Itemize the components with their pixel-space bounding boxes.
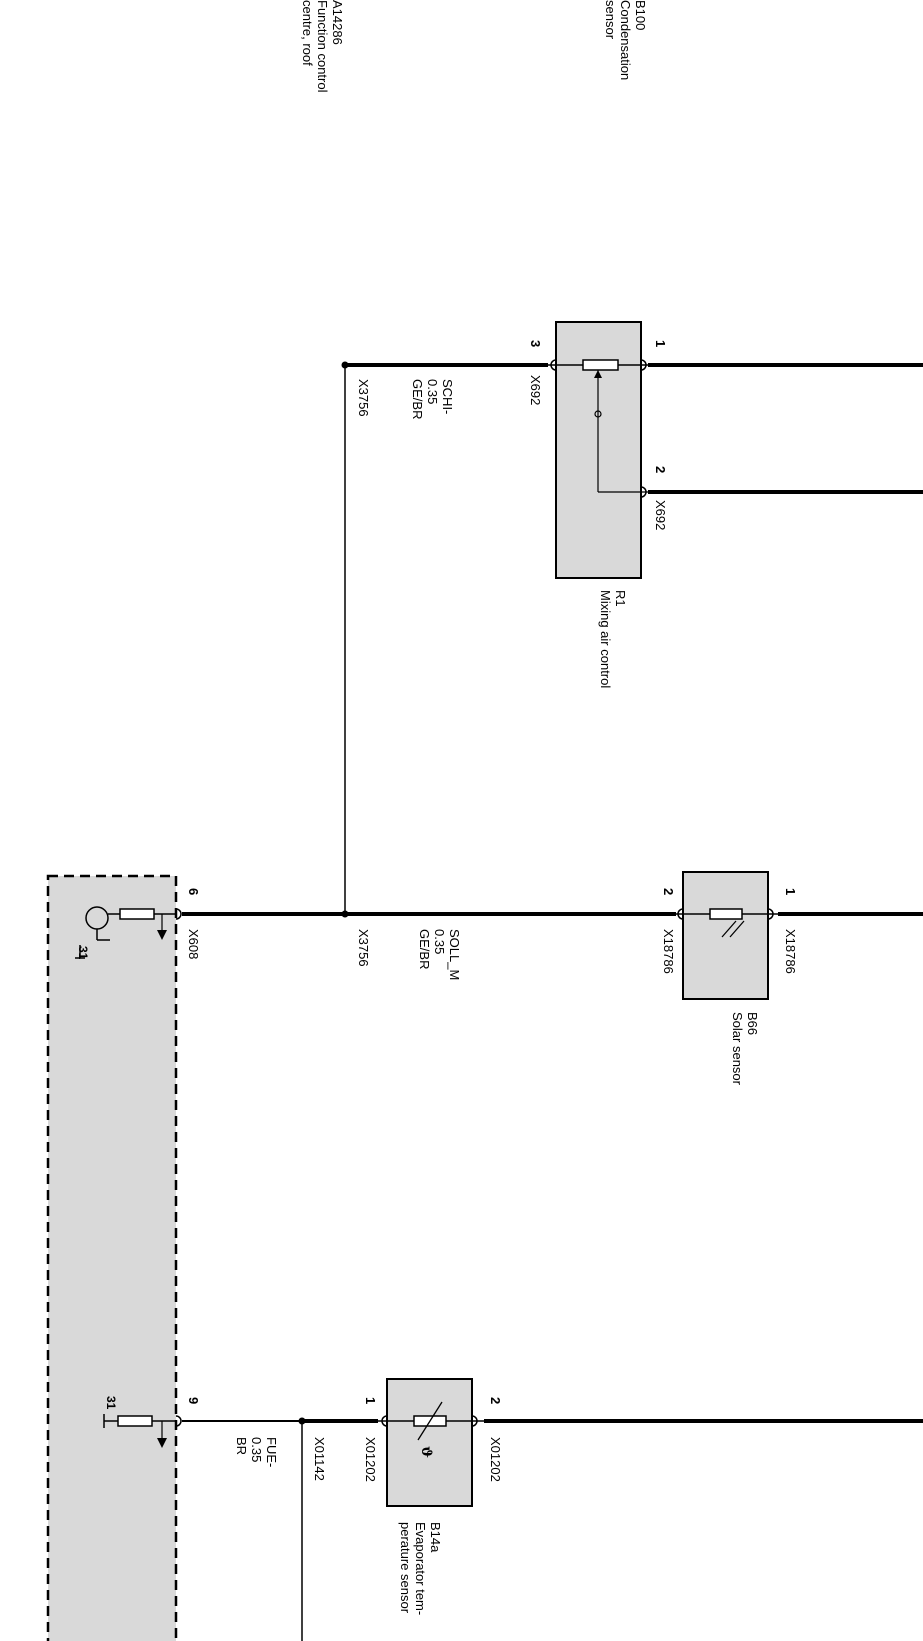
b14a-connector-left: X01202 [363, 1437, 378, 1482]
b66-pin1: 1 [783, 888, 798, 896]
ground-31-pin9: 31 [104, 1396, 118, 1410]
splice-dot-x01142 [298, 1417, 306, 1425]
wire-label-schi: SCHI- 0.35 GE/BR [410, 379, 455, 420]
evaporator-sensor-box [386, 1378, 473, 1507]
b66-pin2: 2 [661, 888, 676, 896]
r1-pin3: 3 [528, 340, 543, 348]
b14a-component-name: B14a Evaporator tem- perature sensor [398, 1522, 443, 1616]
r1-component-name: R1 Mixing air control [598, 590, 628, 689]
wire-label-soll-m: SOLL_M 0.35 GE/BR [417, 929, 462, 981]
r1-connector-x692-left: X692 [528, 375, 543, 406]
module-pin9: 9 [186, 1397, 201, 1405]
pullup-resistor-6 [119, 908, 155, 920]
splice-dot-x3756-b [341, 910, 349, 918]
b14a-connector-right: X01202 [488, 1437, 503, 1482]
label-b100: B100 Condensation sensor [603, 0, 648, 81]
b66-connector-left: X18786 [661, 929, 676, 974]
solar-sensor-box [682, 871, 769, 1000]
splice-dot-x3756-a [341, 361, 349, 369]
function-control-module [46, 874, 178, 1641]
splice-label-x01142: X01142 [312, 1437, 327, 1481]
b66-connector-right: X18786 [783, 929, 798, 974]
b14a-pin2: 2 [488, 1397, 503, 1405]
pullup-resistor-9 [117, 1415, 153, 1427]
label-a14286: A14286 Function control centre, roof [300, 0, 345, 93]
b66-component-name: B66 Solar sensor [730, 1012, 760, 1085]
theta-icon: ϑ [418, 1446, 434, 1458]
b14a-pin1: 1 [363, 1397, 378, 1405]
potentiometer-icon [582, 359, 619, 371]
r1-pin2: 2 [653, 466, 668, 474]
splice-label-x3756-a: X3756 [356, 379, 371, 417]
module-connector-x608: X608 [186, 929, 201, 960]
module-pin6: 6 [186, 888, 201, 896]
r1-pin1: 1 [653, 340, 668, 348]
wire-label-fue: FUE- 0.35 BR [234, 1437, 279, 1468]
photoresistor-icon [709, 908, 743, 920]
splice-label-x3756-b: X3756 [356, 929, 371, 967]
r1-connector-x692-right: X692 [653, 500, 668, 531]
ground-31-pin6: 31 [76, 946, 90, 960]
